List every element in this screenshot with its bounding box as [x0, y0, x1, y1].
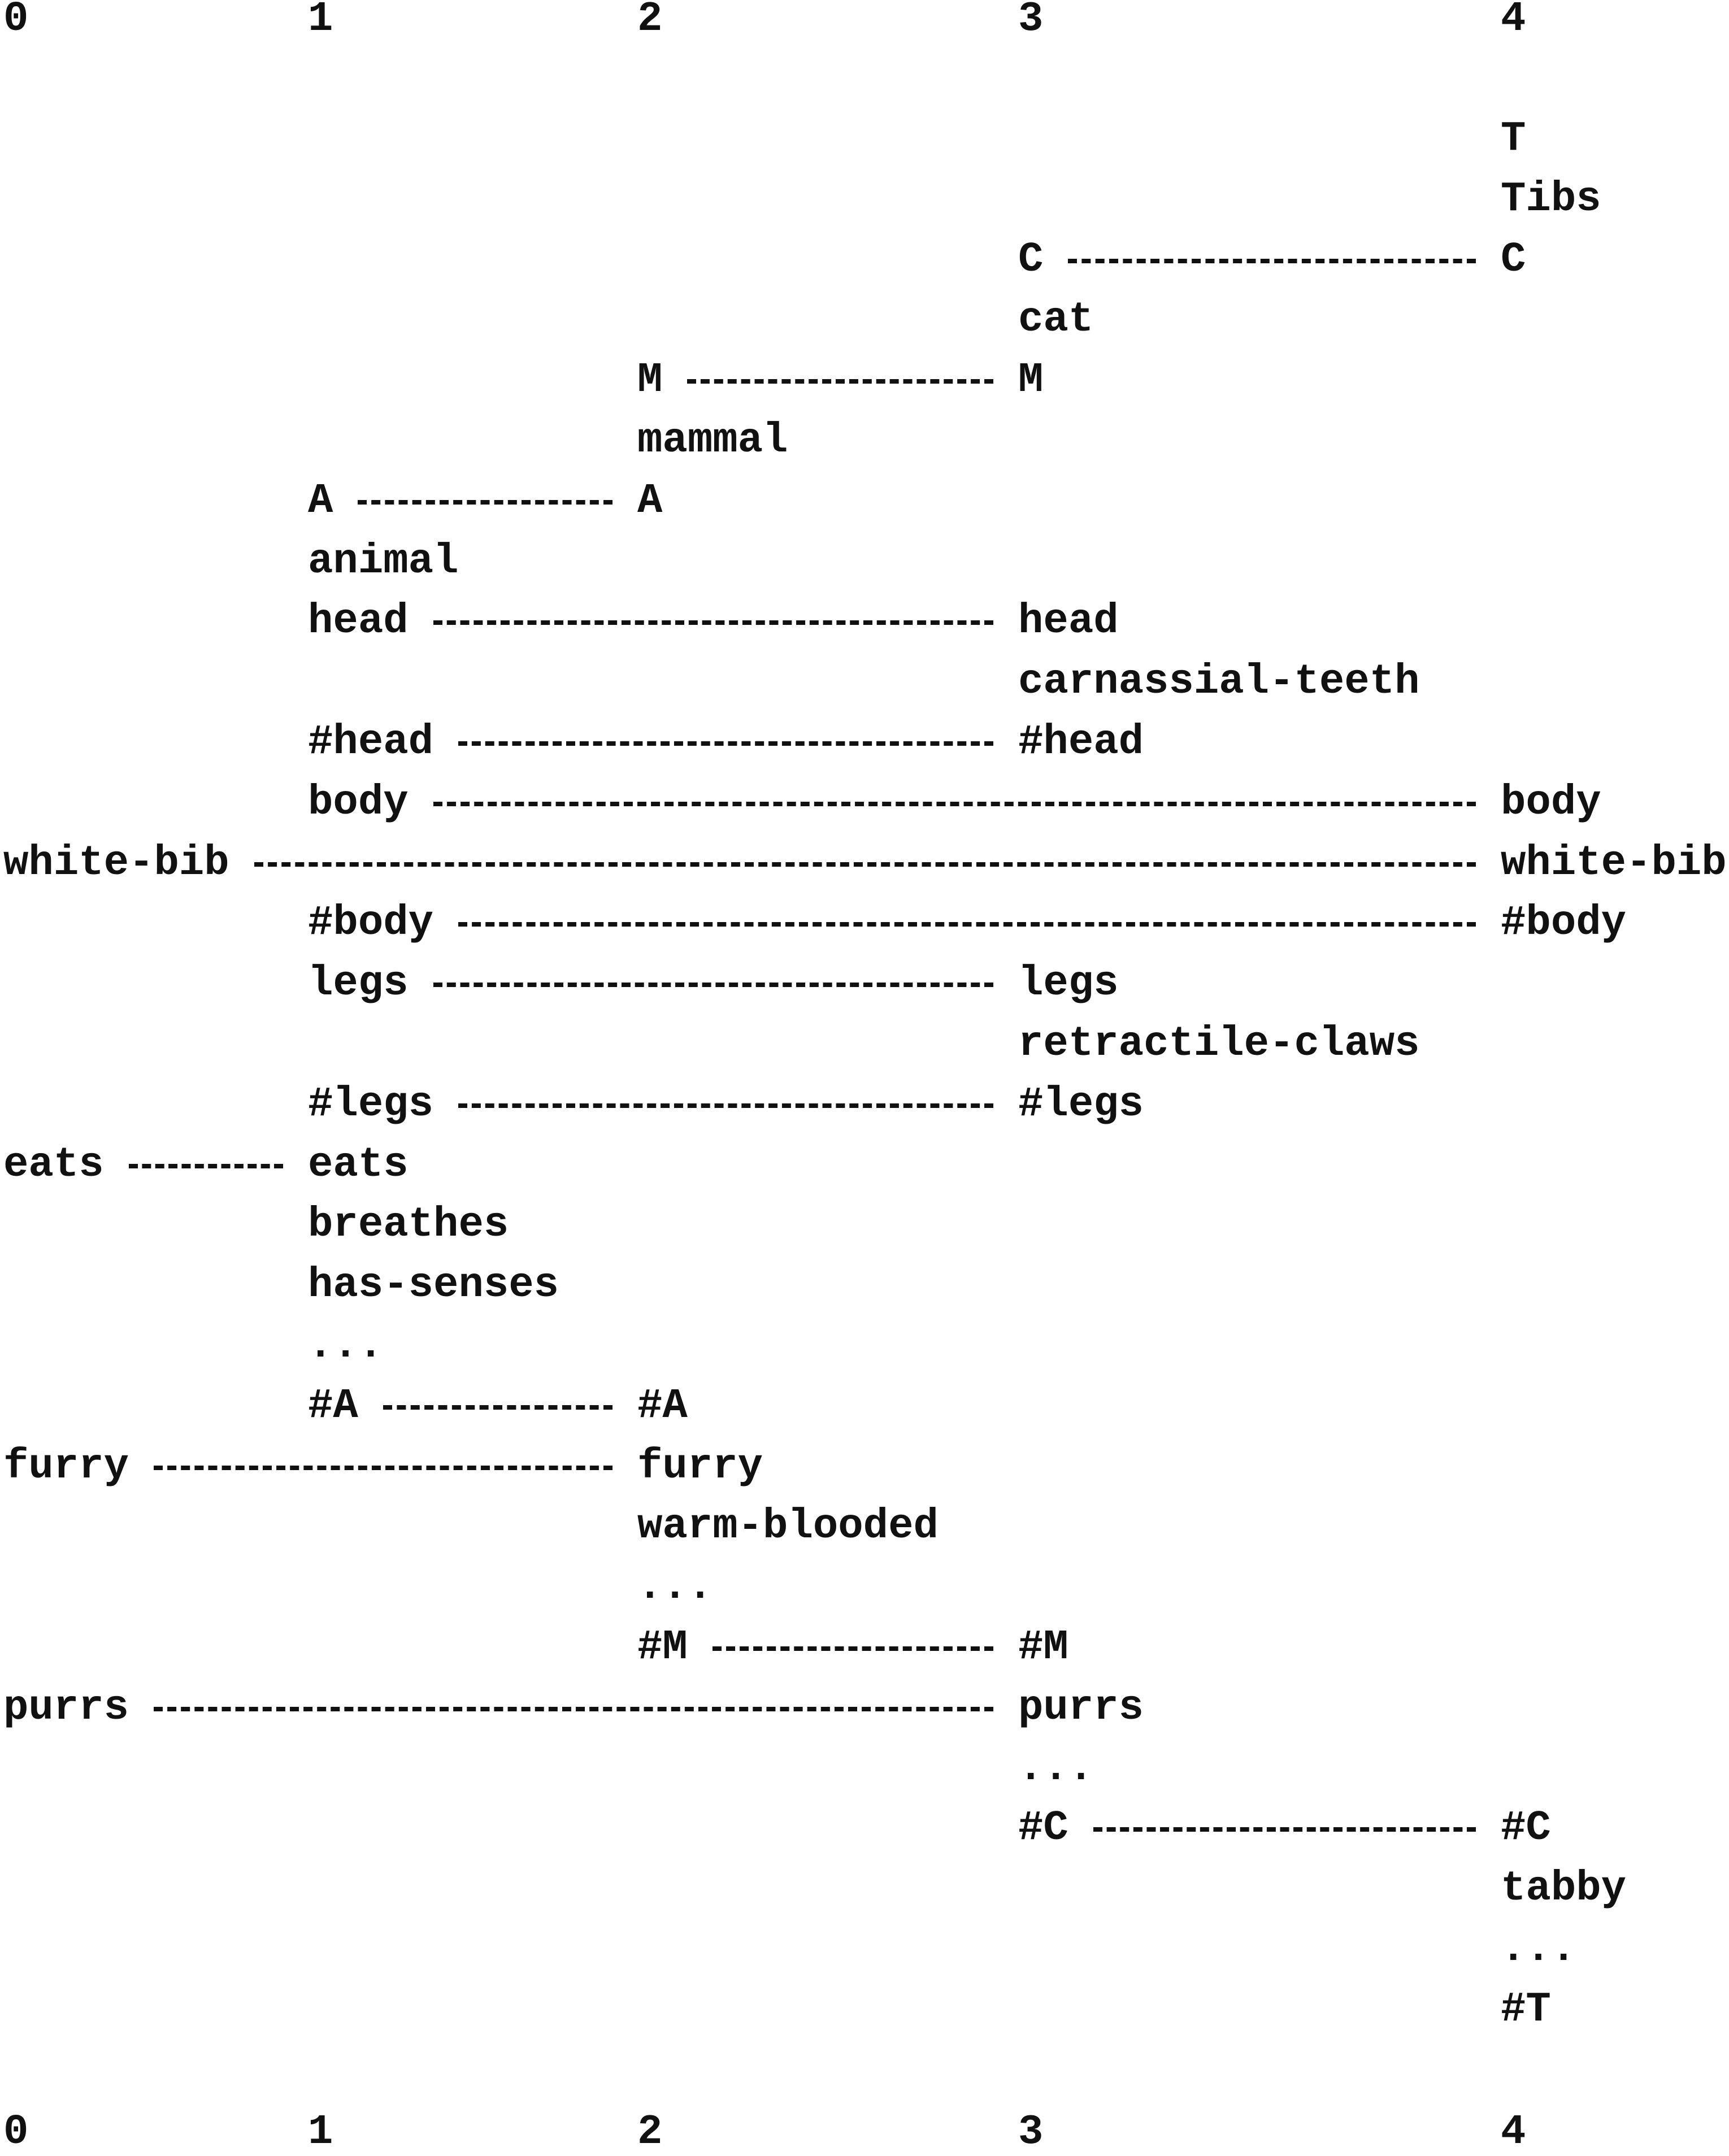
slot-label: has-senses [308, 1262, 559, 1310]
slot-label: #M [637, 1624, 688, 1671]
slot-label: mammal [637, 417, 788, 464]
slot-link-dashes [712, 1646, 993, 1651]
slot-label: M [1018, 357, 1044, 405]
axis-label-top: 2 [637, 0, 663, 43]
slot-label: furry [3, 1442, 129, 1490]
slot-label: #C [1018, 1805, 1068, 1853]
slot-label: head [308, 598, 409, 646]
slot-label: body [1501, 779, 1601, 827]
slot-label: legs [1018, 960, 1119, 1008]
slot-label: T [1501, 115, 1526, 163]
slot-label: white-bib [1501, 839, 1727, 887]
slot-label: purrs [3, 1684, 129, 1732]
slot-label: #head [308, 719, 434, 766]
slot-label: #body [1501, 899, 1627, 947]
slot-label: furry [637, 1442, 763, 1490]
slot-label: white-bib [3, 839, 229, 887]
slot-label: warm-blooded [637, 1503, 939, 1551]
slot-link-dashes [154, 1465, 612, 1470]
slot-label: animal [308, 537, 459, 585]
axis-label-top: 1 [308, 0, 333, 43]
slot-link-dashes [154, 1706, 993, 1711]
slot-label: #A [637, 1382, 688, 1430]
axis-label-top: 4 [1501, 0, 1526, 43]
slot-link-dashes [433, 983, 993, 988]
slot-link-dashes [1068, 258, 1476, 263]
axis-label-bottom: 2 [637, 2109, 663, 2156]
slot-label: M [637, 357, 663, 405]
slot-link-dashes [458, 922, 1476, 927]
slot-label: A [308, 477, 333, 525]
slot-label: #body [308, 899, 434, 947]
slot-label: ... [1501, 1925, 1576, 1973]
slot-label: retractile-claws [1018, 1020, 1420, 1068]
slot-label: #M [1018, 1624, 1068, 1671]
slot-label: ... [637, 1563, 713, 1611]
axis-label-bottom: 1 [308, 2109, 333, 2156]
slot-link-dashes [383, 1405, 612, 1410]
axis-label-bottom: 0 [3, 2109, 29, 2156]
slot-link-dashes [458, 1103, 993, 1108]
slot-link-dashes [458, 741, 993, 746]
slot-label: body [308, 779, 409, 827]
slot-label: eats [308, 1141, 409, 1189]
slot-link-dashes [687, 379, 993, 384]
slot-link-dashes [1093, 1827, 1476, 1832]
slot-link-dashes [433, 801, 1476, 806]
slot-label: #head [1018, 719, 1144, 766]
slot-label: cat [1018, 296, 1094, 344]
slot-label: #C [1501, 1805, 1551, 1853]
slot-label: #T [1501, 1985, 1551, 2033]
axis-label-bottom: 3 [1018, 2109, 1044, 2156]
slot-label: carnassial-teeth [1018, 658, 1420, 706]
slot-label: purrs [1018, 1684, 1144, 1732]
slot-label: A [637, 477, 663, 525]
axis-label-top: 0 [3, 0, 29, 43]
slot-label: #legs [1018, 1080, 1144, 1128]
slot-link-dashes [433, 620, 993, 625]
slot-link-dashes [358, 499, 612, 505]
slot-label: breathes [308, 1201, 509, 1249]
slot-label: C [1018, 236, 1044, 284]
slot-label: #A [308, 1382, 358, 1430]
slot-label: C [1501, 236, 1526, 284]
slot-label: eats [3, 1141, 104, 1189]
slot-link-dashes [128, 1163, 283, 1168]
axis-label-bottom: 4 [1501, 2109, 1526, 2156]
slot-label: #legs [308, 1080, 434, 1128]
slot-label: ... [1018, 1744, 1094, 1792]
slot-label: ... [308, 1322, 384, 1370]
slot-label: head [1018, 598, 1119, 646]
axis-label-top: 3 [1018, 0, 1044, 43]
slot-label: Tibs [1501, 175, 1601, 223]
slot-link-dashes [254, 862, 1476, 867]
slot-label: tabby [1501, 1865, 1627, 1913]
slot-label: legs [308, 960, 409, 1008]
